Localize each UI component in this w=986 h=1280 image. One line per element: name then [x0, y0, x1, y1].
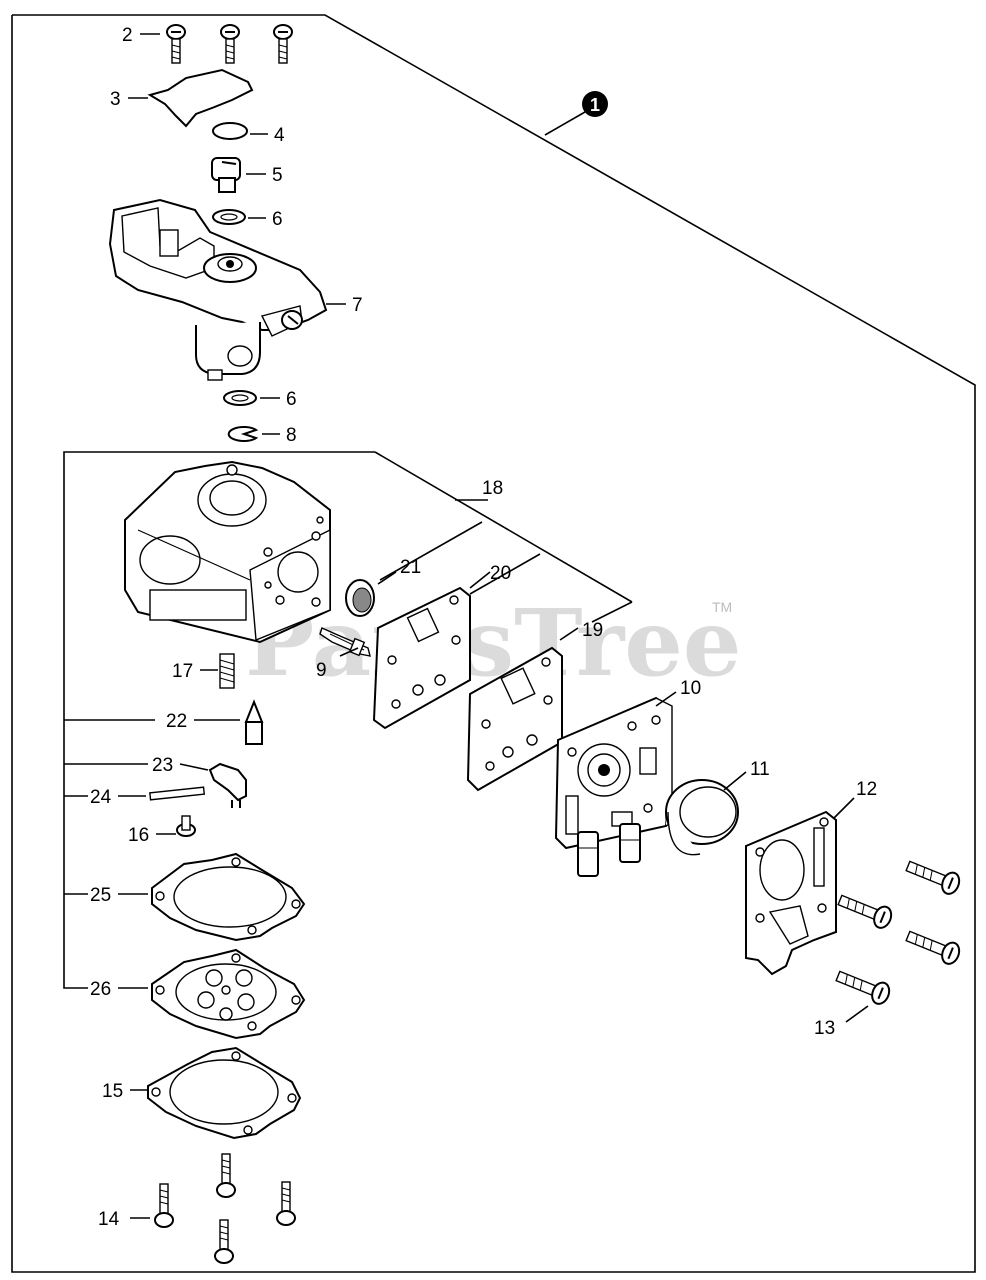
part-24-pin	[149, 786, 206, 801]
label-24: 24	[90, 787, 112, 808]
watermark-tm: TM	[712, 599, 732, 615]
label-9: 9	[316, 660, 327, 681]
label-23: 23	[152, 755, 173, 776]
label-2: 2	[122, 25, 133, 46]
label-4: 4	[274, 125, 285, 146]
part-26-diaphragm	[151, 948, 306, 1040]
part-25-gasket	[151, 852, 306, 942]
label-26: 26	[90, 979, 111, 1000]
label-10: 10	[680, 678, 701, 699]
part-10-pump-body	[554, 696, 673, 877]
label-8: 8	[286, 425, 297, 446]
label-6-bottom: 6	[286, 389, 297, 410]
carburetor-body	[124, 460, 331, 644]
part-3-plate	[147, 68, 254, 128]
part-17-spring	[219, 653, 235, 689]
part-14-screws	[154, 1153, 296, 1264]
label-17: 17	[172, 661, 193, 682]
label-3: 3	[110, 89, 121, 110]
part-12-cover-plate	[745, 810, 837, 976]
part-5-pin	[211, 157, 241, 193]
label-12: 12	[856, 779, 877, 800]
label-19: 19	[582, 620, 603, 641]
part-16-screw	[176, 815, 196, 837]
part-22-inlet-needle	[244, 699, 264, 745]
part-20-gasket	[372, 586, 471, 730]
label-21: 21	[400, 557, 421, 578]
label-22: 22	[166, 711, 187, 732]
part-8-e-clip	[227, 426, 259, 442]
part-23-metering-lever	[208, 762, 247, 808]
label-7: 7	[352, 295, 363, 316]
label-13: 13	[814, 1018, 835, 1039]
part-4-washer	[212, 122, 248, 140]
assembly-frame	[11, 14, 976, 1273]
part-2-screws	[166, 24, 293, 64]
label-5: 5	[272, 165, 283, 186]
label-16: 16	[128, 825, 149, 846]
part-11-primer-bulb	[665, 779, 739, 856]
label-15: 15	[102, 1081, 123, 1102]
part-7-throttle-body	[108, 198, 328, 381]
part-19-diaphragm	[466, 646, 563, 792]
part-21-filter-screen	[345, 579, 375, 617]
label-14: 14	[98, 1209, 120, 1230]
label-11: 11	[750, 759, 770, 780]
part-13-screws	[835, 860, 961, 1005]
label-20: 20	[490, 563, 511, 584]
label-18: 18	[482, 478, 503, 499]
assembly-1-badge: 1	[544, 91, 608, 136]
label-6-top: 6	[272, 209, 283, 230]
assembly-badge-label: 1	[590, 95, 600, 115]
part-15-gasket	[147, 1046, 302, 1140]
label-25: 25	[90, 885, 111, 906]
